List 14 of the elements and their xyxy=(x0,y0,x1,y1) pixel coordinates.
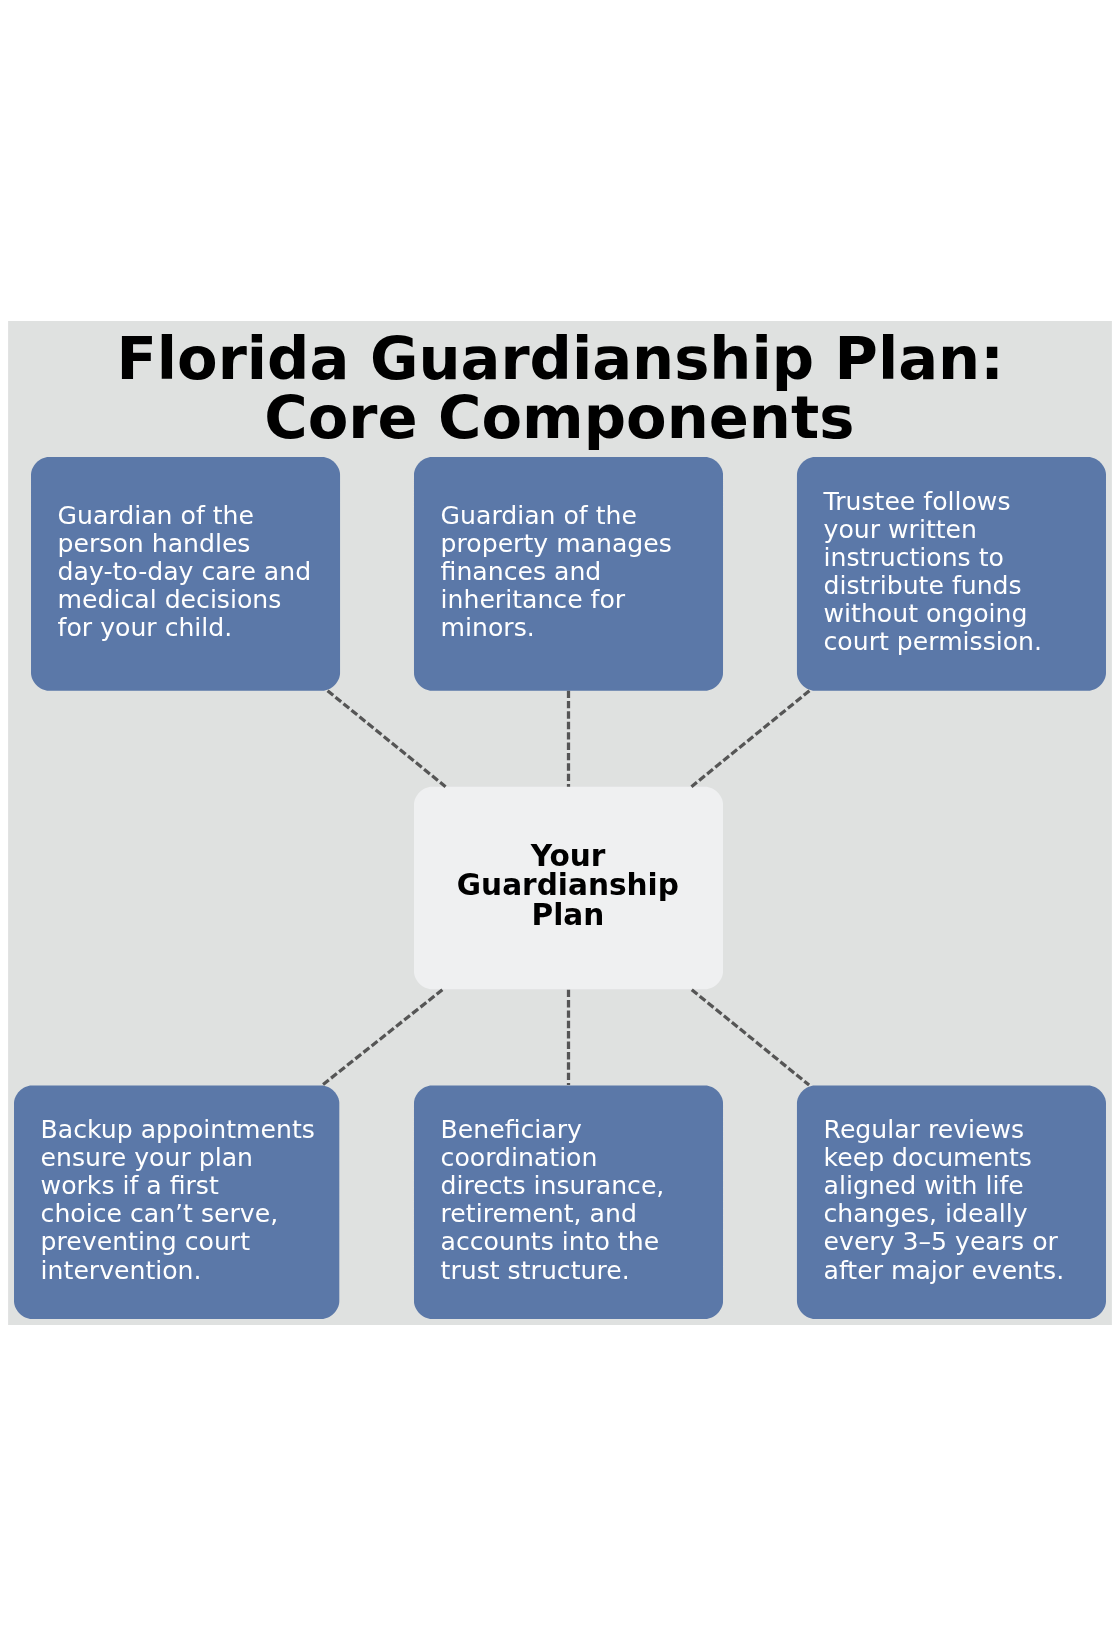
connector xyxy=(690,988,811,1087)
node-box: Regular reviews keep documents aligned with life changes, ideally every 3–5 years or after major events. xyxy=(796,1085,1106,1320)
connector xyxy=(566,690,571,787)
connector xyxy=(690,689,811,788)
node-box: Guardian of the person handles day-to-day care and medical decisions for your child. xyxy=(31,457,341,691)
node-box: Beneficiary coordination directs insurance, retirement, and accounts into the trust structure. xyxy=(414,1085,723,1320)
connector xyxy=(326,689,447,788)
node-box: Backup appointments ensure your plan works if a first choice can’t serve, preventing court intervention. xyxy=(14,1085,340,1320)
diagram-title: Florida Guardianship Plan: Core Components xyxy=(116,323,1004,452)
node-box: Your Guardianship Plan xyxy=(414,786,723,990)
connector xyxy=(321,988,444,1087)
node-box: Trustee follows your written instructions to distribute funds without ongoing court permission. xyxy=(796,457,1106,691)
node-box: Guardian of the property manages finances and inheritance for minors. xyxy=(414,457,723,691)
connector xyxy=(566,989,571,1086)
